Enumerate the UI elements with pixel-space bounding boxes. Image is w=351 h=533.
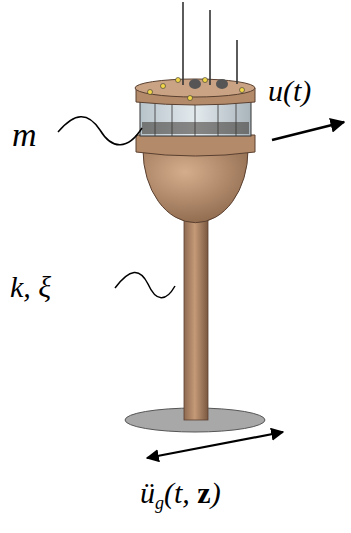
mass-label: m: [12, 118, 37, 152]
ground-acceleration-label: üg(t, z): [140, 478, 221, 512]
stiffness-damping-label: k, ξ: [10, 272, 51, 302]
displacement-label: u(t): [268, 76, 311, 106]
